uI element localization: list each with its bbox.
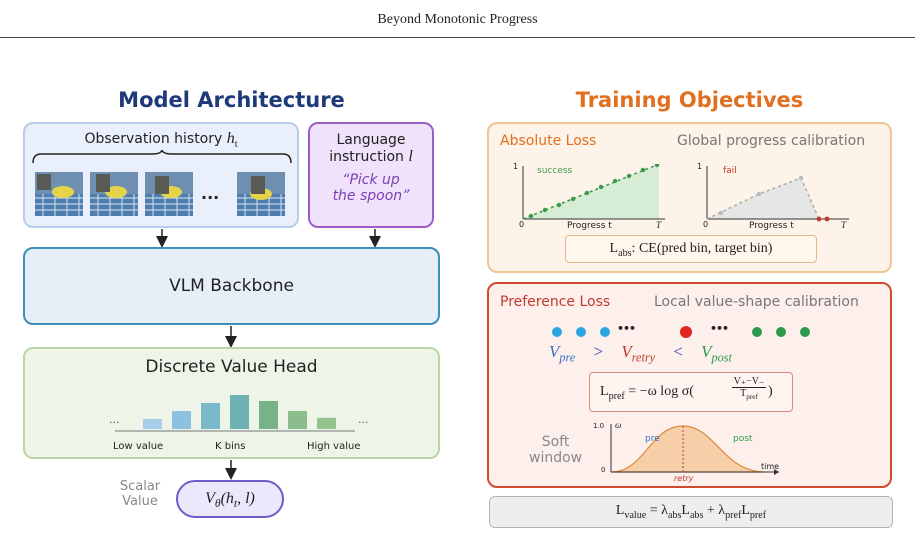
bins-ellipsis-left: ... — [109, 413, 120, 426]
plot2-y1-label: 1 — [697, 162, 703, 171]
observation-frame-1 — [35, 172, 83, 220]
window-post-label: post — [733, 434, 753, 444]
scalar-value-formula: Vθ(ht, l) — [176, 480, 284, 518]
bins-high-label: High value — [307, 441, 361, 452]
value-bin — [230, 395, 249, 429]
preference-loss-title: Preference Loss — [500, 294, 611, 310]
window-y-label: 1.0 — [593, 422, 605, 430]
plot1-x0-label: 0 — [519, 220, 525, 229]
plot1-y1-label: 1 — [513, 162, 519, 171]
plot1-xend-label: T — [656, 220, 662, 230]
scalar-value-label: Scalar Value — [119, 479, 161, 509]
value-bin — [288, 411, 307, 429]
observation-frame-2 — [90, 172, 138, 220]
bins-low-label: Low value — [113, 441, 164, 452]
bins-mid-label: K bins — [215, 441, 246, 452]
dots-ellipsis-left: ••• — [617, 322, 636, 335]
discrete-value-head-box: Discrete Value Head ... ... Low value K … — [23, 347, 440, 459]
plot2-x0-label: 0 — [703, 220, 709, 229]
dots-ellipsis-right: ••• — [710, 322, 729, 335]
bins-ellipsis-right: ... — [358, 413, 369, 426]
language-line2: instruction l — [329, 148, 413, 165]
header-rule — [0, 37, 915, 38]
success-progress-plot — [522, 164, 665, 220]
value-bins-chart — [115, 395, 355, 432]
value-bin — [172, 411, 191, 429]
absolute-loss-box: Absolute Loss Global progress calibratio… — [487, 122, 892, 273]
absolute-loss-formula: Labs: CE(pred bin, target bin) — [565, 235, 817, 263]
plot2-xend-label: T — [841, 220, 847, 230]
observation-frame-4 — [237, 172, 285, 220]
vlm-backbone-box: VLM Backbone — [23, 247, 440, 325]
window-pre-label: pre — [645, 434, 660, 444]
window-time-label: time — [761, 462, 780, 471]
value-bin — [317, 417, 336, 429]
value-ordering: Vpre > Vretry < Vpost — [549, 342, 732, 365]
value-head-label: Discrete Value Head — [145, 357, 318, 377]
window-retry-label: retry — [674, 474, 694, 483]
language-line1: Language — [336, 132, 406, 148]
value-bin — [201, 403, 220, 429]
plot1-xlabel: Progress t — [567, 221, 612, 231]
language-instruction-box: Language instruction l “Pick up the spoo… — [308, 122, 434, 228]
window-zero-label: 0 — [601, 466, 606, 474]
training-objectives-title: Training Objectives — [575, 88, 804, 112]
soft-window-plot — [610, 424, 779, 475]
preference-loss-formula: Lpref = −ω log σ( V₊−V₋ Tpref ) — [589, 372, 793, 412]
observation-frame-3 — [145, 172, 193, 220]
plot1-status-label: success — [537, 166, 573, 176]
fail-progress-plot — [706, 166, 849, 222]
absolute-loss-title: Absolute Loss — [500, 133, 597, 149]
value-bin — [143, 419, 162, 429]
observation-brace — [32, 150, 292, 164]
page-header: Beyond Monotonic Progress — [377, 12, 538, 27]
observation-ellipsis: ... — [201, 184, 220, 203]
absolute-loss-subtitle: Global progress calibration — [677, 133, 866, 149]
language-quote-line1: “Pick up — [342, 172, 400, 188]
soft-window-label: Soft window — [529, 434, 583, 466]
preference-loss-subtitle: Local value-shape calibration — [654, 294, 859, 310]
plot2-xlabel: Progress t — [749, 221, 794, 231]
model-architecture-title: Model Architecture — [118, 88, 345, 112]
trajectory-dots — [552, 326, 810, 338]
total-value-loss: Lvalue = λabsLabs + λprefLpref — [489, 496, 893, 528]
observation-label: Observation history ht — [84, 130, 238, 150]
language-quote-line2: the spoon” — [332, 188, 410, 204]
value-bin — [259, 401, 278, 429]
window-omega-label: ω — [615, 420, 622, 430]
plot2-status-label: fail — [723, 166, 737, 176]
preference-loss-box: Preference Loss Local value-shape calibr… — [487, 282, 892, 488]
observation-history-box: Observation history ht ... — [23, 122, 299, 228]
